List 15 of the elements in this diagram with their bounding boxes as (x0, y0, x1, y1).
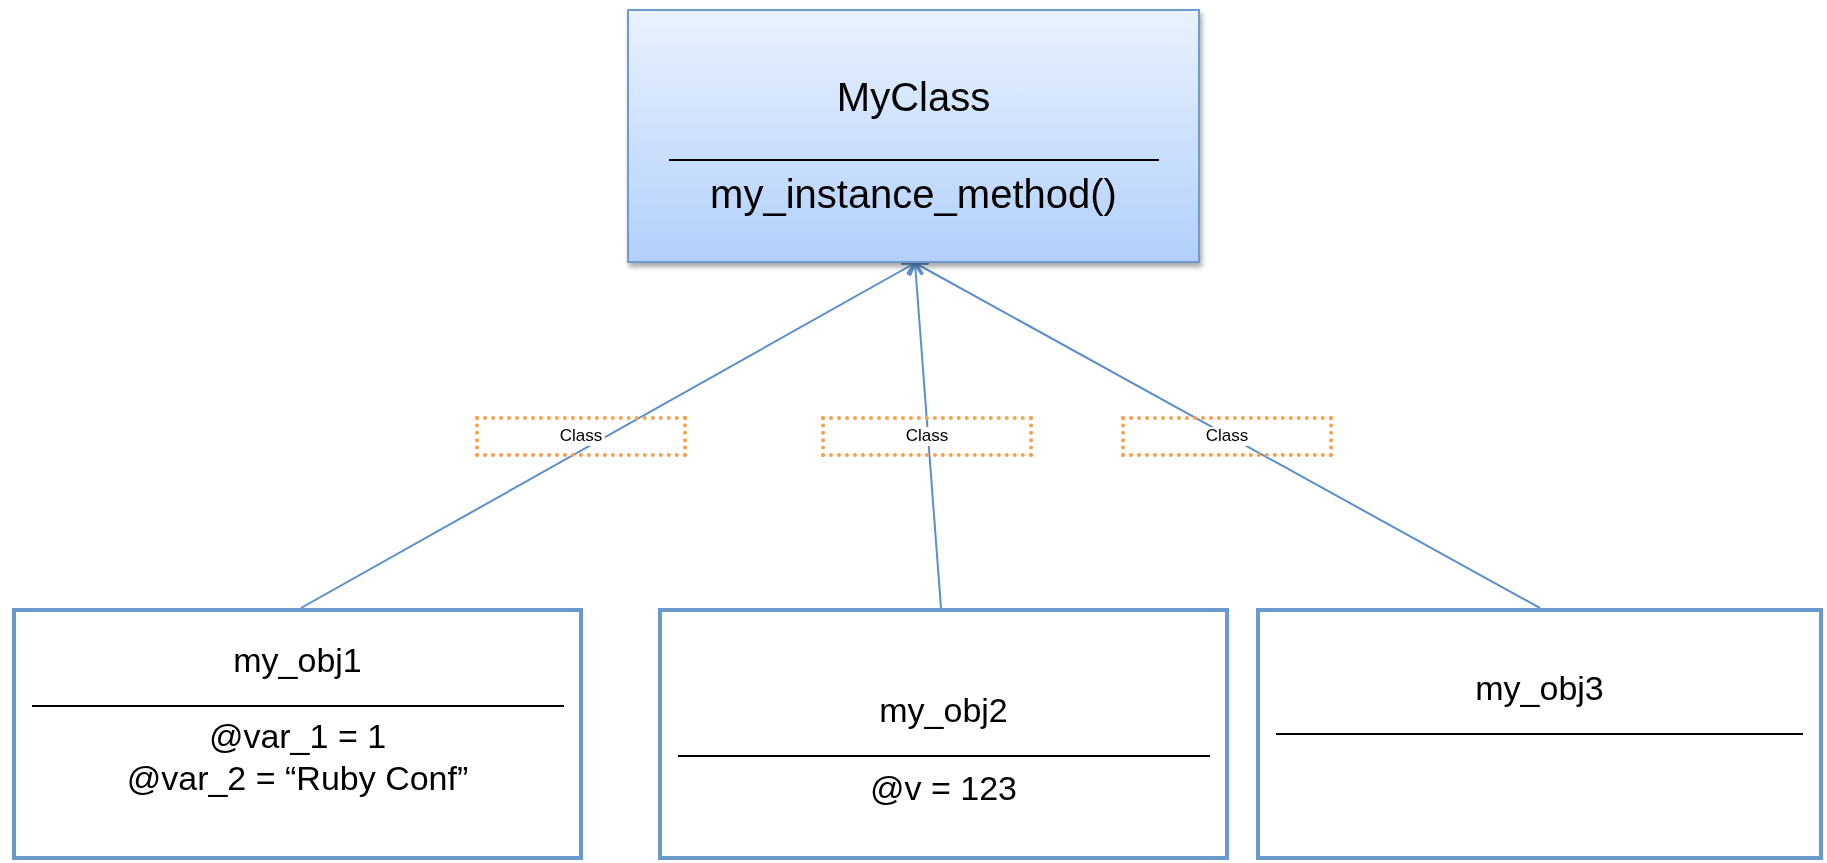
object-box (1256, 608, 1823, 860)
edge-label: Class (475, 416, 687, 457)
method-text: my_instance_method() (710, 171, 1117, 218)
edge-label: Class (821, 416, 1033, 457)
box-title: MyClass (836, 74, 991, 121)
class-box (627, 9, 1200, 263)
edge-label: Class (1121, 416, 1333, 457)
attribute-text: @v = 123 (870, 767, 1017, 809)
attribute-text: @var_1 = 1 (208, 715, 387, 757)
box-title: my_obj3 (1475, 668, 1604, 709)
attribute-text: @var_2 = “Ruby Conf” (126, 758, 469, 800)
object-box (12, 608, 583, 860)
box-title: my_obj2 (879, 690, 1008, 731)
object-box (658, 608, 1229, 860)
box-title: my_obj1 (233, 640, 362, 681)
